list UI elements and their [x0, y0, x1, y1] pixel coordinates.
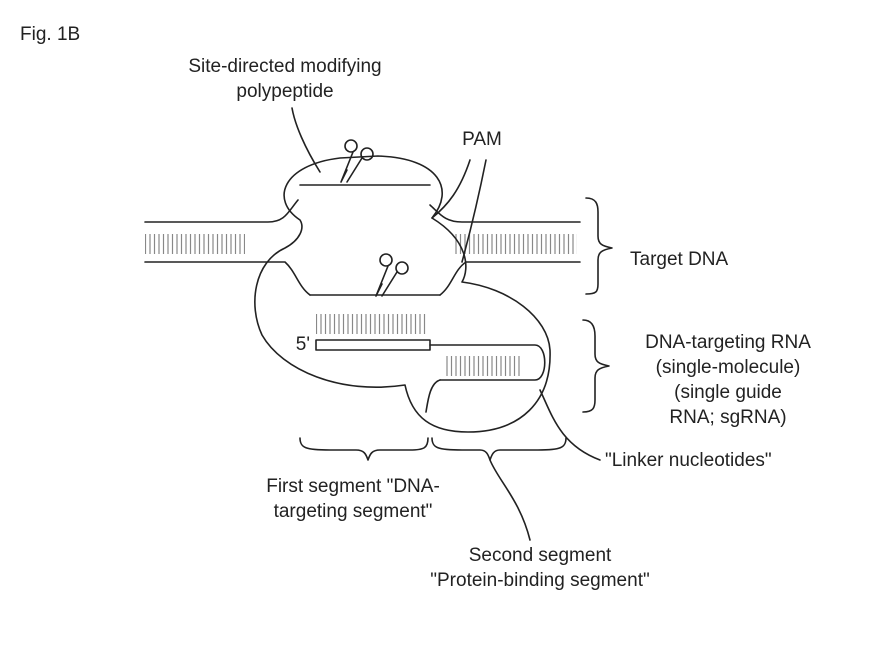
- protein-outline: [254, 155, 551, 433]
- linker-strand: [425, 379, 441, 413]
- linker-leader-line: [539, 389, 601, 461]
- first-segment-label-line2: targeting segment": [274, 501, 433, 522]
- second-segment-leader-line: [489, 459, 531, 541]
- rna-brace: [582, 319, 610, 413]
- rna-label-line3: (single guide: [674, 382, 782, 403]
- protein-label-line2: polypeptide: [236, 81, 333, 102]
- pam-leader-line-1: [431, 159, 471, 219]
- first-segment-brace: [299, 437, 429, 461]
- guide-rna: [315, 314, 546, 413]
- protein-label-line1: Site-directed modifying: [188, 56, 381, 77]
- first-segment-label-line1: First segment "DNA-: [266, 476, 440, 497]
- protein-leader-line: [291, 107, 321, 173]
- pam-label: PAM: [462, 129, 502, 150]
- dna-basepairs-right: [455, 234, 577, 254]
- dna-top-strand-left: [144, 199, 299, 223]
- linker-label: "Linker nucleotides": [605, 450, 772, 471]
- dna-basepairs-left: [145, 234, 245, 254]
- dna-top-strand-right: [429, 204, 581, 223]
- rna-label-line2: (single-molecule): [656, 357, 801, 378]
- dna-bottom-strand-left: [144, 261, 311, 296]
- second-segment-brace: [431, 437, 567, 461]
- target-dna: [144, 199, 581, 296]
- target-dna-label: Target DNA: [630, 249, 729, 270]
- rna-dna-basepairs: [316, 314, 428, 334]
- hairpin-basepairs: [444, 356, 520, 376]
- scissors-icon: [375, 253, 409, 297]
- rna-label-line1: DNA-targeting RNA: [645, 332, 811, 353]
- five-prime-label: 5': [296, 334, 310, 355]
- scissors-icon: [340, 139, 374, 183]
- second-segment-label-line2: "Protein-binding segment": [430, 570, 649, 591]
- dna-targeting-segment: [315, 339, 431, 351]
- figure-label: Fig. 1B: [20, 24, 80, 45]
- second-segment-label-line1: Second segment: [469, 545, 612, 566]
- pam-leader-line-2: [461, 159, 487, 263]
- protein-body: [254, 155, 551, 433]
- protein-binding-hairpin: [429, 344, 546, 381]
- rna-label-line4: RNA; sgRNA): [669, 407, 786, 428]
- dna-bottom-strand-right: [439, 261, 581, 296]
- target-dna-brace: [585, 197, 613, 295]
